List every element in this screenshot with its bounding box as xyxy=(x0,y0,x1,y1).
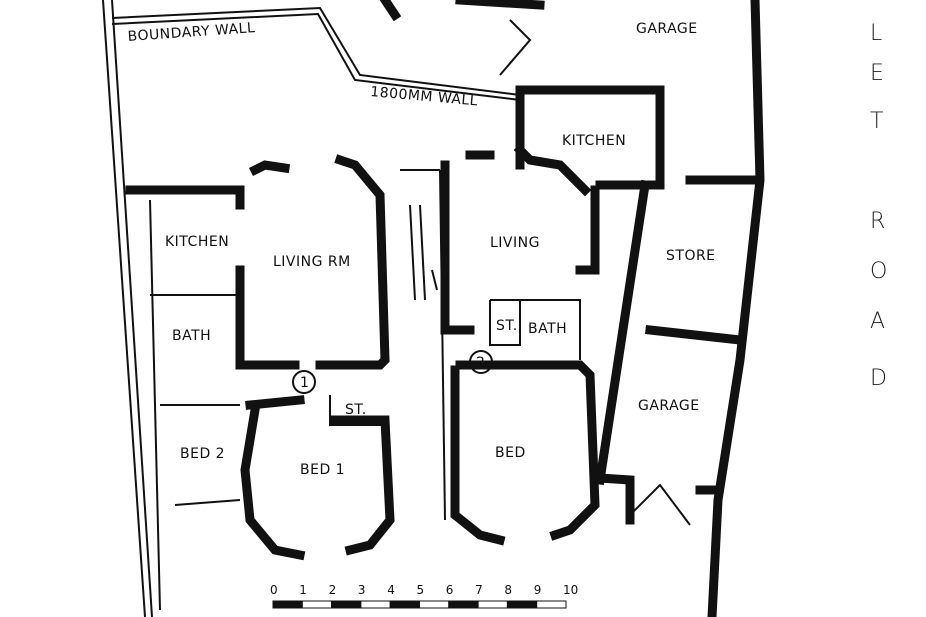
living-2-label: LIVING xyxy=(490,235,540,251)
scale-segment xyxy=(272,600,303,609)
scale-tick-label: 5 xyxy=(417,583,425,597)
flat-2-marker xyxy=(469,350,493,374)
bed-1-label: BED 1 xyxy=(300,462,345,478)
bath-1-label: BATH xyxy=(172,328,211,344)
scale-segment xyxy=(477,600,508,609)
kitchen-2-label: KITCHEN xyxy=(562,133,626,149)
scale-segment xyxy=(536,600,567,609)
road-letter: O xyxy=(870,259,887,284)
store-label: STORE xyxy=(666,248,716,264)
flat-2-number: 2 xyxy=(476,355,485,371)
scale-bar: 0 1 2 3 4 5 6 7 8 9 10 xyxy=(270,583,578,609)
scale-tick-label: 4 xyxy=(387,583,395,597)
store-1-label: ST. xyxy=(345,402,367,418)
scale-tick-label: 1 xyxy=(299,583,307,597)
flat-1-marker xyxy=(292,370,316,394)
scale-tick-label: 10 xyxy=(563,583,578,597)
road-letter: R xyxy=(870,209,885,234)
scale-tick-label: 3 xyxy=(358,583,366,597)
living-rm-1-label: LIVING RM xyxy=(273,254,351,270)
road-letter: T xyxy=(870,109,883,134)
flat-1-number: 1 xyxy=(300,375,309,391)
kitchen-1-label: KITCHEN xyxy=(165,234,229,250)
road-name: L E T R O A D xyxy=(870,21,887,391)
scale-segment xyxy=(506,600,538,609)
scale-tick-label: 6 xyxy=(446,583,454,597)
bath-2-label: BATH xyxy=(528,321,567,337)
scale-tick-label: 0 xyxy=(270,583,278,597)
garage-top-label: GARAGE xyxy=(636,21,698,37)
scale-segment xyxy=(331,600,362,609)
scale-tick-label: 2 xyxy=(329,583,337,597)
flat-1-walls xyxy=(125,154,395,611)
garage-bottom-label: GARAGE xyxy=(638,398,700,414)
scale-tick-label: 9 xyxy=(534,583,542,597)
bed-flat-2-label: BED xyxy=(495,445,526,461)
boundary-walls xyxy=(102,0,765,617)
scale-segment xyxy=(419,600,450,609)
road-letter: L xyxy=(870,21,882,46)
scale-tick-label: 8 xyxy=(504,583,512,597)
scale-segment xyxy=(301,600,333,609)
road-letter: E xyxy=(870,61,884,86)
road-letter: D xyxy=(870,366,887,391)
scale-segment xyxy=(360,600,391,609)
bed-2-label: BED 2 xyxy=(180,446,225,462)
scale-segment xyxy=(389,600,421,609)
road-letter: A xyxy=(870,309,885,334)
boundary-wall-label: BOUNDARY WALL xyxy=(127,20,256,45)
staircase xyxy=(400,169,446,521)
scale-tick-label: 7 xyxy=(475,583,483,597)
flat-2-walls xyxy=(440,85,665,546)
garage-store-walls xyxy=(379,0,760,526)
store-2-label: ST. xyxy=(496,318,518,334)
scale-segment xyxy=(448,600,479,609)
